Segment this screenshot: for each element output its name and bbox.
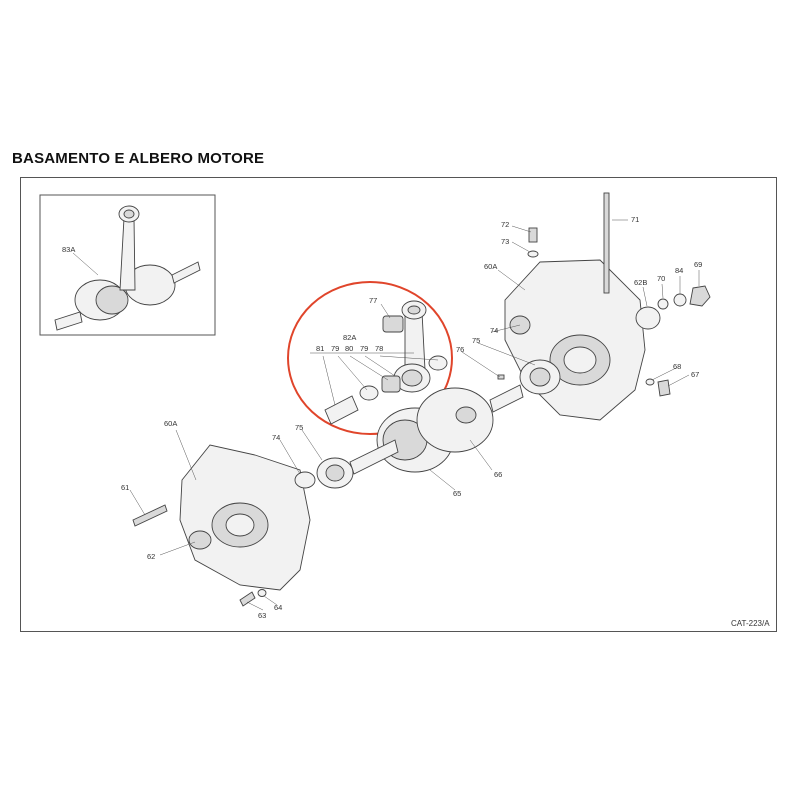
label-78: 78 — [375, 344, 383, 353]
screw — [132, 504, 168, 527]
washer-70 — [657, 298, 669, 310]
oil-seal-right — [635, 306, 661, 330]
leader-lines — [129, 219, 700, 611]
washer-84 — [673, 293, 687, 307]
label-75: 75 — [472, 336, 480, 345]
stud — [603, 192, 610, 294]
label-62B: 62B — [634, 278, 647, 287]
label-74: 74 — [490, 326, 498, 335]
label-72: 72 — [501, 220, 509, 229]
label-69: 69 — [694, 260, 702, 269]
seal-washer — [645, 378, 655, 386]
washer — [428, 355, 448, 371]
label-74: 74 — [272, 433, 280, 442]
washer — [359, 385, 379, 401]
page-title: BASAMENTO E ALBERO MOTORE — [12, 150, 265, 167]
nut — [689, 285, 711, 307]
washer-small — [257, 589, 267, 597]
label-76: 76 — [456, 345, 464, 354]
crankshaft-half-right — [416, 384, 524, 453]
label-60A: 60A — [484, 262, 497, 271]
label-77: 77 — [369, 296, 377, 305]
left-crankcase — [179, 444, 311, 591]
fitting — [528, 227, 538, 243]
key — [497, 374, 505, 380]
label-60A: 60A — [164, 419, 177, 428]
diagram-frame — [20, 177, 777, 632]
label-79: 79 — [360, 344, 368, 353]
drain-plug — [657, 379, 671, 397]
crank-pin — [324, 395, 359, 425]
label-66: 66 — [494, 470, 502, 479]
inset-crankshaft-assembly — [39, 194, 216, 336]
big-end-bearing — [381, 375, 401, 393]
label-80: 80 — [345, 344, 353, 353]
label-68: 68 — [673, 362, 681, 371]
label-75: 75 — [295, 423, 303, 432]
label-67: 67 — [691, 370, 699, 379]
label-73: 73 — [501, 237, 509, 246]
label-64: 64 — [274, 603, 282, 612]
label-70: 70 — [657, 274, 665, 283]
label-81: 81 — [316, 344, 324, 353]
label-79: 79 — [331, 344, 339, 353]
label-84: 84 — [675, 266, 683, 275]
label-82A: 82A — [343, 333, 356, 342]
label-83A: 83A — [62, 245, 75, 254]
small-end-bearing — [382, 315, 404, 333]
oil-seal-left — [294, 471, 316, 489]
right-crankcase — [504, 259, 646, 421]
part-labels: 83A 77 82A 81 79 80 79 78 76 75 74 60A 7… — [62, 215, 702, 620]
screw — [239, 591, 256, 607]
catalog-code: CAT-223/A — [731, 619, 770, 628]
label-62: 62 — [147, 552, 155, 561]
label-61: 61 — [121, 483, 129, 492]
label-71: 71 — [631, 215, 639, 224]
o-ring — [527, 250, 539, 258]
label-65: 65 — [453, 489, 461, 498]
highlight-circle — [287, 281, 453, 435]
label-63: 63 — [258, 611, 266, 620]
